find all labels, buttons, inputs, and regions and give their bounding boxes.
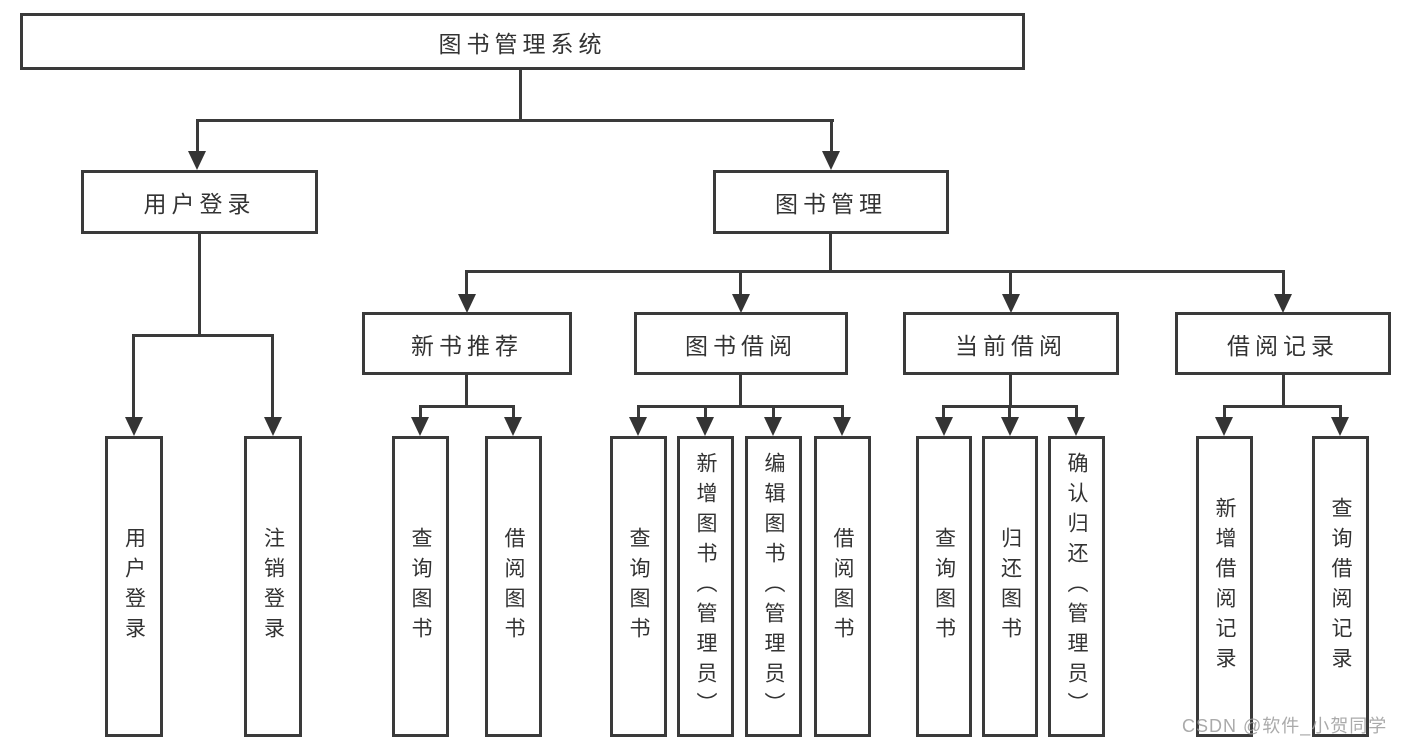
- connector-records-stem-1: [1223, 405, 1226, 419]
- leaf-bb-query-books: 查询图书: [610, 436, 667, 737]
- arrowhead-to-bb-edit: [764, 417, 782, 436]
- leaf-bb-borrow-books-label: 借阅图书: [831, 526, 854, 647]
- connector-records-vline: [1282, 375, 1285, 407]
- connector-bookmgmt-stem-4: [1282, 270, 1285, 296]
- node-root-label: 图书管理系统: [438, 30, 607, 57]
- leaf-rc-query-record-label: 查询借阅记录: [1329, 496, 1352, 677]
- csdn-watermark: CSDN @软件_小贺同学: [1182, 716, 1388, 736]
- arrowhead-to-current: [1002, 294, 1020, 313]
- arrowhead-to-rec-query: [411, 417, 429, 436]
- node-new-rec-label: 新书推荐: [411, 332, 523, 359]
- arrowhead-to-bb-query: [629, 417, 647, 436]
- node-book-mgmt: 图书管理: [713, 170, 949, 234]
- connector-borrow-stem-2: [704, 405, 707, 419]
- connector-root-right-stem: [830, 119, 833, 153]
- leaf-rc-add-record-label: 新增借阅记录: [1213, 496, 1236, 677]
- leaf-cb-confirm-return-label: 确认归还（管理员）: [1065, 451, 1088, 722]
- arrowhead-to-records: [1274, 294, 1292, 313]
- connector-current-stem-1: [942, 405, 945, 419]
- leaf-cb-return-books: 归还图书: [982, 436, 1038, 737]
- node-new-rec: 新书推荐: [362, 312, 572, 375]
- node-user-login: 用户登录: [81, 170, 318, 234]
- leaf-rc-add-record: 新增借阅记录: [1196, 436, 1253, 737]
- arrowhead-to-borrow: [732, 294, 750, 313]
- connector-borrow-stem-3: [772, 405, 775, 419]
- connector-userlogin-right-stem: [271, 334, 274, 419]
- connector-bookmgmt-hline: [465, 270, 1285, 273]
- connector-userlogin-left-stem: [132, 334, 135, 419]
- leaf-bb-edit-books: 编辑图书（管理员）: [745, 436, 802, 737]
- connector-borrow-hline: [637, 405, 844, 408]
- node-user-login-label: 用户登录: [143, 191, 256, 217]
- node-borrow: 图书借阅: [634, 312, 848, 375]
- leaf-rc-query-record: 查询借阅记录: [1312, 436, 1369, 737]
- arrowhead-to-cb-query: [935, 417, 953, 436]
- connector-records-stem-2: [1339, 405, 1342, 419]
- leaf-cb-return-books-label: 归还图书: [998, 526, 1022, 647]
- arrowhead-to-rc-query: [1331, 417, 1349, 436]
- leaf-bb-edit-books-label: 编辑图书（管理员）: [762, 451, 785, 722]
- connector-current-stem-2: [1008, 405, 1011, 419]
- arrowhead-to-bb-add: [696, 417, 714, 436]
- connector-newrec-hline: [419, 405, 515, 408]
- connector-bookmgmt-stem-1: [465, 270, 468, 296]
- leaf-rec-borrow-books: 借阅图书: [485, 436, 542, 737]
- leaf-bb-add-books: 新增图书（管理员）: [677, 436, 734, 737]
- connector-borrow-stem-4: [841, 405, 844, 419]
- connector-root-hline: [196, 119, 834, 122]
- arrowhead-to-logout-leaf: [264, 417, 282, 436]
- connector-current-stem-3: [1075, 405, 1078, 419]
- connector-bookmgmt-stem-2: [739, 270, 742, 296]
- arrowhead-to-bb-borrow: [833, 417, 851, 436]
- leaf-bb-borrow-books: 借阅图书: [814, 436, 871, 737]
- node-records-label: 借阅记录: [1227, 332, 1339, 359]
- arrowhead-to-rc-add: [1215, 417, 1233, 436]
- leaf-cb-query-books-label: 查询图书: [932, 526, 956, 647]
- connector-newrec-vline: [465, 375, 468, 407]
- node-book-mgmt-label: 图书管理: [775, 191, 887, 217]
- connector-userlogin-vline: [198, 234, 201, 336]
- arrowhead-to-new-rec: [458, 294, 476, 313]
- connector-root-vline: [519, 70, 522, 120]
- leaf-rec-borrow-books-label: 借阅图书: [502, 526, 525, 647]
- connector-newrec-stem-1: [419, 405, 422, 419]
- arrowhead-to-login-leaf: [125, 417, 143, 436]
- leaf-bb-add-books-label: 新增图书（管理员）: [694, 451, 717, 722]
- arrowhead-to-book-mgmt: [822, 151, 840, 170]
- leaf-logout-label: 注销登录: [261, 526, 285, 647]
- connector-current-vline: [1009, 375, 1012, 407]
- leaf-bb-query-books-label: 查询图书: [627, 526, 650, 647]
- node-current: 当前借阅: [903, 312, 1119, 375]
- connector-borrow-vline: [739, 375, 742, 407]
- arrowhead-to-rec-borrow: [504, 417, 522, 436]
- leaf-rec-query-books-label: 查询图书: [409, 526, 432, 647]
- node-records: 借阅记录: [1175, 312, 1391, 375]
- leaf-user-login: 用户登录: [105, 436, 163, 737]
- arrowhead-to-user-login: [188, 151, 206, 170]
- leaf-cb-query-books: 查询图书: [916, 436, 972, 737]
- connector-userlogin-hline: [132, 334, 274, 337]
- connector-borrow-stem-1: [637, 405, 640, 419]
- node-root: 图书管理系统: [20, 13, 1025, 70]
- connector-root-left-stem: [196, 119, 199, 153]
- leaf-user-login-label: 用户登录: [122, 526, 146, 647]
- leaf-logout: 注销登录: [244, 436, 302, 737]
- connector-records-hline: [1223, 405, 1342, 408]
- connector-bookmgmt-stem-3: [1009, 270, 1012, 296]
- node-current-label: 当前借阅: [955, 332, 1067, 359]
- connector-newrec-stem-2: [512, 405, 515, 419]
- arrowhead-to-cb-confirm: [1067, 417, 1085, 436]
- arrowhead-to-cb-return: [1001, 417, 1019, 436]
- connector-bookmgmt-vline: [829, 234, 832, 272]
- leaf-rec-query-books: 查询图书: [392, 436, 449, 737]
- leaf-cb-confirm-return: 确认归还（管理员）: [1048, 436, 1105, 737]
- node-borrow-label: 图书借阅: [685, 332, 797, 359]
